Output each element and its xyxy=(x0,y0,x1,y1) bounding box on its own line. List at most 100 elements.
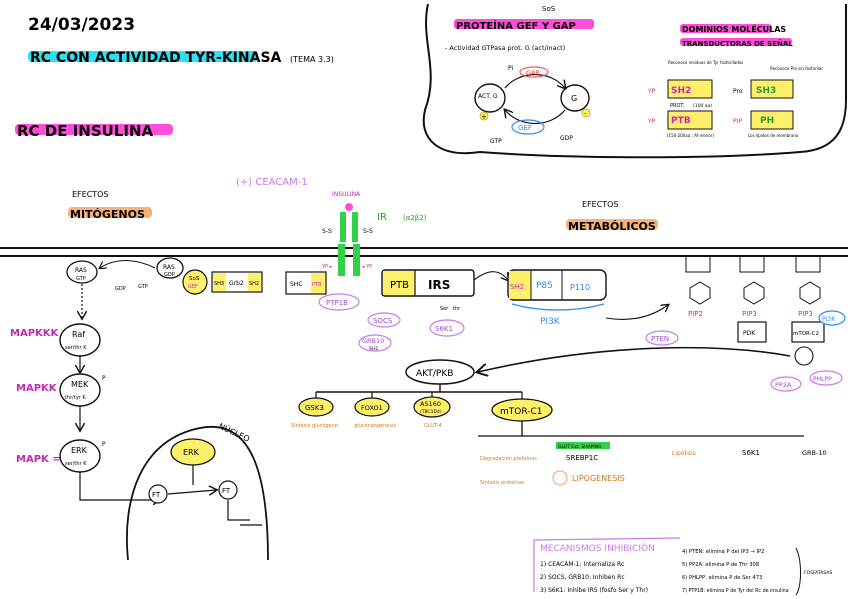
shc-ptb-domain xyxy=(311,273,325,293)
gap-label: GAP xyxy=(526,69,539,77)
gef-cycle-label: GEF xyxy=(518,124,532,132)
ptb-domain-label: PTB xyxy=(671,116,691,126)
gsk3-effect: Síntesis glucógeno xyxy=(291,422,338,429)
mechanisms-title: MECANISMOS INHIBICIÓN xyxy=(540,542,655,554)
note-sh2: Reconoce residuos de Tyr fosforilados xyxy=(668,60,743,65)
plus-sign-active: + xyxy=(481,113,487,121)
srebp-label: SREBP1C xyxy=(566,454,598,462)
page-title: RC CON ACTIVIDAD TYR-KINASA xyxy=(30,50,282,66)
pi3k-bracket xyxy=(511,303,605,311)
note-ph: Los lípidos de membrana xyxy=(748,133,799,138)
pip3-label-2: PIP3 xyxy=(798,310,813,318)
sh2-domain xyxy=(667,79,713,99)
ptb-domain xyxy=(667,110,713,130)
sh3-domain-label: SH3 xyxy=(756,86,776,96)
ph-domain xyxy=(750,110,794,130)
metabolicos-label: METABÓLICOS xyxy=(568,220,656,233)
pdk-label: PDK xyxy=(743,330,756,337)
srebp-note: GLUT Ext. SHAPING xyxy=(558,444,602,450)
irs-to-pi3k-arrow xyxy=(473,271,508,280)
gef-title: PROTEÍNA GEF Y GAP xyxy=(456,19,576,32)
erk-to-nucleus-arrow xyxy=(79,472,160,500)
foxo1-label: FOXO1 xyxy=(361,404,383,412)
as160-node xyxy=(413,396,451,418)
mechanism-5: 5) PP2A: elimina P de Thr 308 xyxy=(682,562,759,568)
dominios-title-highlight xyxy=(680,24,772,33)
mtorc2-label: mTOR-C2 xyxy=(793,331,819,337)
gsk3-node xyxy=(298,397,334,417)
pip-label: PIP xyxy=(733,118,742,125)
pi-label: Pi xyxy=(508,65,513,72)
mtor-effect-synthesis: Síntesis proteínas xyxy=(480,479,525,486)
ft-node-2 xyxy=(218,480,238,500)
ft-label-1: FT xyxy=(152,491,161,499)
sh2-domain-label: SH2 xyxy=(671,86,691,96)
sos-node xyxy=(182,269,208,295)
ceacam-label: (+) CEACAM-1 xyxy=(236,177,308,188)
gtp-cycle-label: GTP xyxy=(490,138,502,145)
minus-sign-inactive: - xyxy=(584,110,587,118)
cycle-arrow-top xyxy=(504,74,565,89)
erk-phospho: P xyxy=(102,441,106,448)
akt-membrane-node xyxy=(794,346,814,366)
receptor-yp-right: ◂ YP xyxy=(362,264,372,270)
inactive-g-node xyxy=(560,84,590,112)
phlpp-label: PHLPP xyxy=(813,376,832,383)
mek-label: MEK xyxy=(71,380,89,389)
shc-label: SHC xyxy=(290,281,303,288)
grb2-sh2-b xyxy=(248,273,261,291)
srebp-note-highlight xyxy=(556,442,610,449)
ir-label: IR xyxy=(377,212,387,223)
sos-top-note: SoS xyxy=(542,5,556,13)
akt-label: AKT/PKB xyxy=(416,369,453,379)
ras-label-1: RAS xyxy=(75,267,87,274)
mapkk-label: MAPKK = xyxy=(16,383,68,394)
mitogenos-label: MITÓGENOS xyxy=(70,208,145,221)
cycle-arrow-bottom xyxy=(505,110,566,124)
erk-sub-label: ser/thr K xyxy=(65,461,87,467)
mitogenos-highlight xyxy=(68,207,152,218)
ras-gtp-label: GTP xyxy=(76,276,86,282)
receptor-yp-left: YP ▸ xyxy=(321,264,333,270)
pdk-box xyxy=(737,321,767,343)
subtitle-highlight xyxy=(15,124,173,135)
mechanism-3: 3) S6K1: Inhibe IRS (fosfo Ser y Thr) xyxy=(540,587,648,594)
mtorc2-box xyxy=(791,321,825,343)
minus-circle-inactive xyxy=(581,108,591,118)
grb10-label: GRB10 xyxy=(362,337,384,345)
insulin-molecule xyxy=(345,203,353,211)
grb10-node xyxy=(358,334,392,352)
mechanisms-box xyxy=(533,537,681,592)
ptb-irs-label: PTB xyxy=(390,280,409,291)
receptor-alpha-right xyxy=(352,212,358,242)
ras-node-1 xyxy=(66,260,98,284)
thr-label: thr xyxy=(453,306,461,312)
ras-swap-arrow xyxy=(100,260,156,269)
fosfatasas-bracket xyxy=(795,547,801,596)
phlpp-node xyxy=(809,370,843,386)
dominios-title-highlight-2 xyxy=(680,38,792,46)
mechanism-7: 7) PTP1B: elimina P de Tyr del Rc de ins… xyxy=(682,588,789,594)
pip3-molecule-2 xyxy=(795,256,821,305)
ss-label-right: S-S xyxy=(363,228,373,235)
lipogenesis-label: LIPOGÉNESIS xyxy=(572,472,625,483)
mek-sub-label: thr/tyr K xyxy=(65,395,86,401)
dominios-title-1: DOMINIOS MOLÉCULAS xyxy=(682,23,786,34)
ras-label-2: RAS xyxy=(163,264,175,271)
active-g-label: ACT. G xyxy=(478,93,498,100)
p85-label: P85 xyxy=(536,281,553,291)
inactive-g-label: G xyxy=(571,94,577,103)
gef-title-highlight xyxy=(454,19,594,29)
tema-label: (TEMA 3.3) xyxy=(290,55,334,64)
dna-target xyxy=(227,500,262,526)
grb10-effect-label: GRB-10 xyxy=(802,449,827,457)
ser-label: Ser xyxy=(440,306,449,312)
grb2-sh2-label: SH2 xyxy=(249,281,259,287)
ras-gdp-label: GDP xyxy=(164,272,175,278)
raf-label: Raf xyxy=(72,330,85,339)
mechanism-6: 6) PHLPP: elimina P de Ser 473 xyxy=(682,575,762,581)
s6k1-effect-label: S6K1 xyxy=(742,449,760,457)
ph-domain-label: PH xyxy=(760,116,774,126)
efectos-label-right: EFECTOS xyxy=(582,200,619,209)
